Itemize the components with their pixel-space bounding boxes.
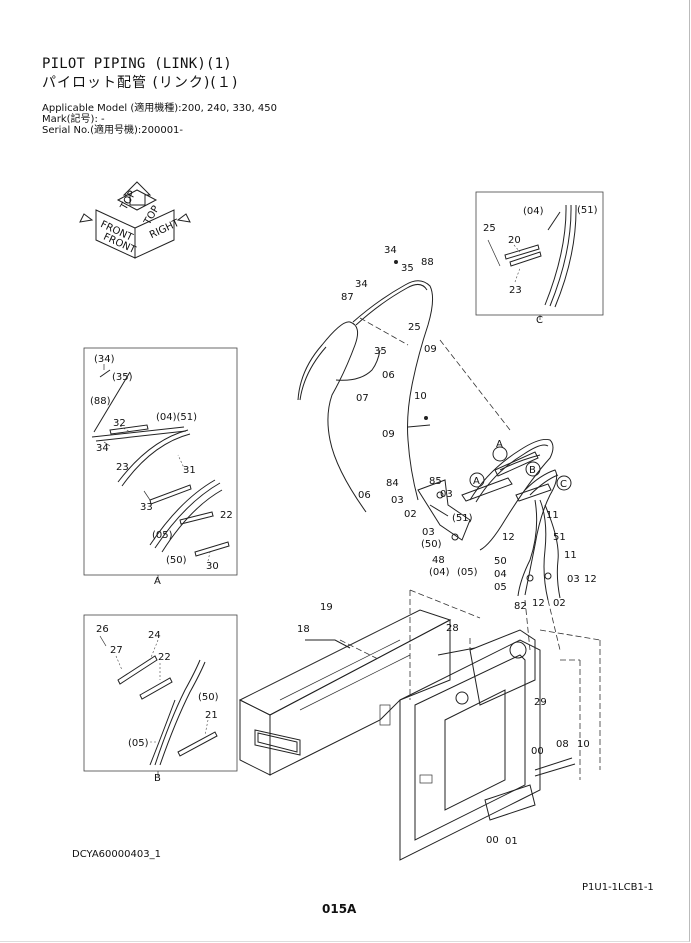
callout-label: C (560, 479, 567, 490)
callout-label: 10 (577, 739, 590, 750)
callout-label: 35 (374, 346, 387, 357)
callout-label: 00 (486, 835, 499, 846)
applicable-model: Applicable Model (適用機種):200, 240, 330, 4… (42, 103, 277, 114)
detail-c-label: 23 (509, 285, 522, 296)
detail-b-label: 27 (110, 645, 123, 656)
callout-label: 12 (584, 574, 597, 585)
detail-a-label: 30 (206, 561, 219, 572)
callout-label: A (496, 439, 503, 450)
callout-label: 12 (502, 532, 515, 543)
callout-label: 07 (356, 393, 369, 404)
callout-label: 06 (358, 490, 371, 501)
callout-label: 11 (546, 510, 559, 521)
page-number: 015A (322, 902, 357, 916)
callout-label: 03 (567, 574, 580, 585)
detail-a-label: 34 (96, 443, 109, 454)
callout-label: 11 (564, 550, 577, 561)
detail-a-caption: A (154, 576, 161, 587)
detail-a-label: (05) (152, 530, 173, 541)
callout-label: 04 (494, 569, 507, 580)
callout-label: 00 (531, 746, 544, 757)
detail-a-label: 32 (113, 418, 126, 429)
callout-label: (04) (429, 567, 450, 578)
callout-label: 28 (446, 623, 459, 634)
page-title-japanese: パイロット配管 (リンク)(１) (42, 75, 239, 91)
detail-b-label: 24 (148, 630, 161, 641)
callout-label: 12 (532, 598, 545, 609)
callout-label: 50 (494, 556, 507, 567)
callout-label: 82 (514, 601, 527, 612)
valve-hose-bundle (417, 439, 572, 651)
callout-label: 48 (432, 555, 445, 566)
callout-label: 18 (297, 624, 310, 635)
callout-label: 02 (553, 598, 566, 609)
detail-a-label: (88) (90, 396, 111, 407)
detail-c-label: 25 (483, 223, 496, 234)
detail-a-label: 31 (183, 465, 196, 476)
machine-frame (238, 589, 601, 861)
callout-label: 34 (355, 279, 368, 290)
callout-label: 87 (341, 292, 354, 303)
callout-label: 51 (553, 532, 566, 543)
detail-b-label: 22 (158, 652, 171, 663)
detail-a-label: 33 (140, 502, 153, 513)
callout-label: 19 (320, 602, 333, 613)
callout-label: 09 (382, 429, 395, 440)
detail-c-caption: C (536, 315, 543, 326)
callout-label: 03 (440, 489, 453, 500)
callout-label: 88 (421, 257, 434, 268)
callout-labels: 34 35 88 34 87 25 09 35 06 07 10 09 A A … (297, 245, 597, 847)
detail-b-label: (50) (198, 692, 219, 703)
document-id: DCYA60000403_1 (72, 849, 161, 860)
detail-b-label: (05) (128, 738, 149, 749)
callout-label: B (529, 465, 536, 476)
detail-c-label: (51) (577, 205, 598, 216)
detail-b-label: 26 (96, 624, 109, 635)
part-code: P1U1-1LCB1-1 (582, 882, 654, 893)
detail-a-label: (34) (94, 354, 115, 365)
mark: Mark(記号): - (42, 114, 105, 125)
callout-label: 84 (386, 478, 399, 489)
detail-c-label: (04) (523, 206, 544, 217)
callout-label: 34 (384, 245, 397, 256)
detail-a: A (34) (35) (88) 32 34 23 (04)(51) 31 33 (83, 347, 238, 587)
detail-a-label: (50) (166, 555, 187, 566)
callout-label: 10 (414, 391, 427, 402)
top-label-2: TOP (142, 204, 162, 228)
callout-label: (50) (421, 539, 442, 550)
callout-label: (51) (452, 513, 473, 524)
callout-label: 06 (382, 370, 395, 381)
callout-label: 01 (505, 836, 518, 847)
pilot-hose-assembly (297, 260, 511, 513)
callout-label: 25 (408, 322, 421, 333)
callout-label: 03 (422, 527, 435, 538)
detail-a-label: (04)(51) (156, 412, 197, 423)
detail-b-label: 21 (205, 710, 218, 721)
detail-b-caption: B (154, 773, 161, 784)
callout-label: 29 (534, 697, 547, 708)
callout-label: 08 (556, 739, 569, 750)
detail-b: B 26 27 24 22 (50) 21 (05) (83, 614, 238, 784)
callout-label: 05 (494, 582, 507, 593)
callout-label: 02 (404, 509, 417, 520)
callout-label: 09 (424, 344, 437, 355)
detail-c: C (04) (51) 25 20 23 (475, 191, 604, 326)
page-title: PILOT PIPING (LINK)(1) (42, 56, 232, 72)
serial-number: Serial No.(適用号機):200001- (42, 125, 184, 136)
detail-a-label: (35) (112, 372, 133, 383)
callout-label: A (473, 476, 480, 487)
detail-a-label: 22 (220, 510, 233, 521)
detail-c-label: 20 (508, 235, 521, 246)
detail-a-label: 23 (116, 462, 129, 473)
callout-label: 85 (429, 476, 442, 487)
callout-label: 35 (401, 263, 414, 274)
orientation-cube-icon: TOP FRONT FRONT RIGHT TOP (79, 181, 191, 259)
callout-label: 03 (391, 495, 404, 506)
callout-label: (05) (457, 567, 478, 578)
